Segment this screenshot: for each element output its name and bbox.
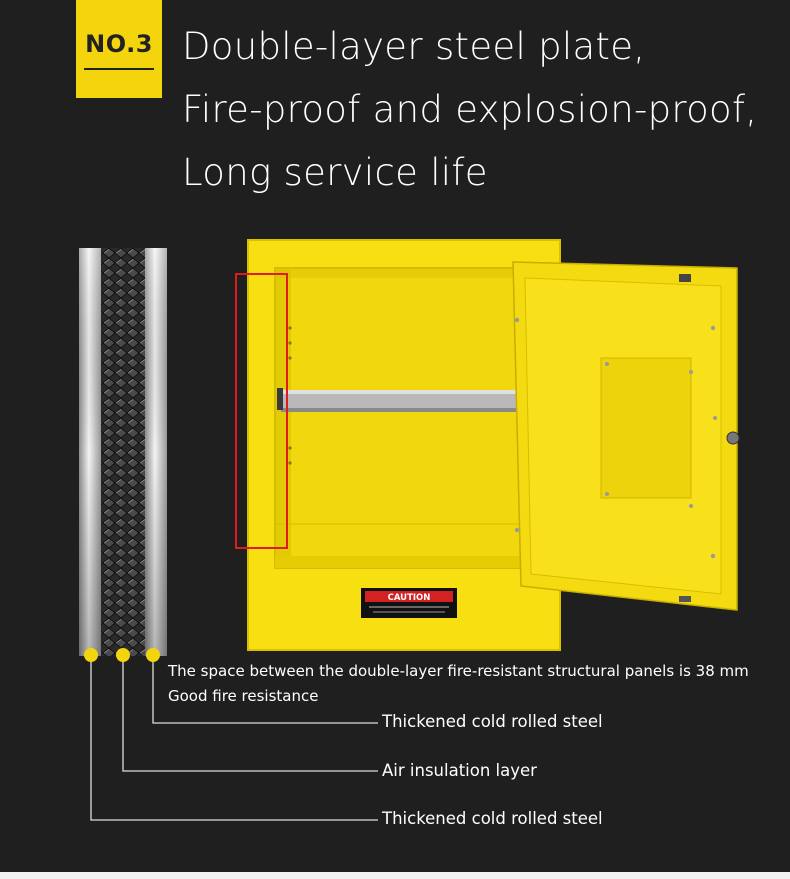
description-line-1: The space between the double-layer fire-… bbox=[168, 662, 749, 680]
steel-layer-left bbox=[79, 248, 101, 656]
layer-label-outer-steel: Thickened cold rolled steel bbox=[382, 712, 603, 731]
panel-cross-section bbox=[79, 248, 167, 656]
cabinet-illustration: CAUTION bbox=[235, 239, 740, 651]
layer-label-air-insulation: Air insulation layer bbox=[382, 761, 537, 780]
cabinet-shelf bbox=[277, 388, 517, 412]
headline-line-3: Long service life bbox=[182, 151, 488, 194]
footer-strip bbox=[0, 872, 790, 879]
caution-label: CAUTION bbox=[361, 588, 457, 618]
description-line-2: Good fire resistance bbox=[168, 687, 319, 705]
steel-layer-right bbox=[145, 248, 167, 656]
headline-line-1: Double-layer steel plate, bbox=[182, 25, 646, 68]
badge-underline bbox=[84, 68, 154, 70]
headline-line-2: Fire-proof and explosion-proof, bbox=[182, 88, 758, 131]
air-insulation-layer bbox=[101, 248, 145, 656]
cabinet-door bbox=[512, 261, 740, 611]
cabinet-body bbox=[247, 239, 561, 651]
svg-text:CAUTION: CAUTION bbox=[388, 593, 431, 603]
section-number: NO.3 bbox=[85, 30, 153, 58]
section-number-badge: NO.3 bbox=[76, 0, 162, 98]
layer-label-inner-steel: Thickened cold rolled steel bbox=[382, 809, 603, 828]
wall-highlight-frame bbox=[235, 273, 288, 549]
